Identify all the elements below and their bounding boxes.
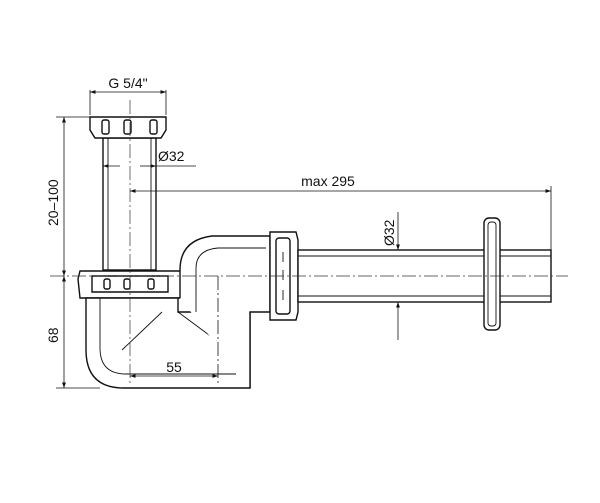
max-length-label: max 295 bbox=[301, 173, 355, 189]
height-range-label: 20–100 bbox=[45, 179, 61, 226]
offset-dimension: 55 bbox=[130, 276, 219, 386]
lower-height-label: 68 bbox=[45, 327, 61, 343]
thread-dimension: G 5/4" bbox=[89, 75, 167, 115]
lower-height-dimension: 68 bbox=[45, 276, 100, 389]
inlet-diameter-label: Ø32 bbox=[158, 148, 185, 164]
thread-label: G 5/4" bbox=[108, 75, 147, 91]
outlet-diameter-label: Ø32 bbox=[381, 219, 397, 246]
offset-label: 55 bbox=[166, 359, 182, 375]
wall-rosette bbox=[483, 217, 501, 331]
trap-body bbox=[85, 235, 271, 389]
inlet-diameter-dimension: Ø32 bbox=[103, 148, 196, 168]
outlet-diameter-dimension: Ø32 bbox=[381, 212, 400, 340]
top-threaded-nut bbox=[89, 116, 167, 139]
inlet-pipe bbox=[102, 137, 157, 271]
height-range-dimension: 20–100 bbox=[45, 116, 90, 276]
max-length-dimension: max 295 bbox=[130, 173, 552, 250]
